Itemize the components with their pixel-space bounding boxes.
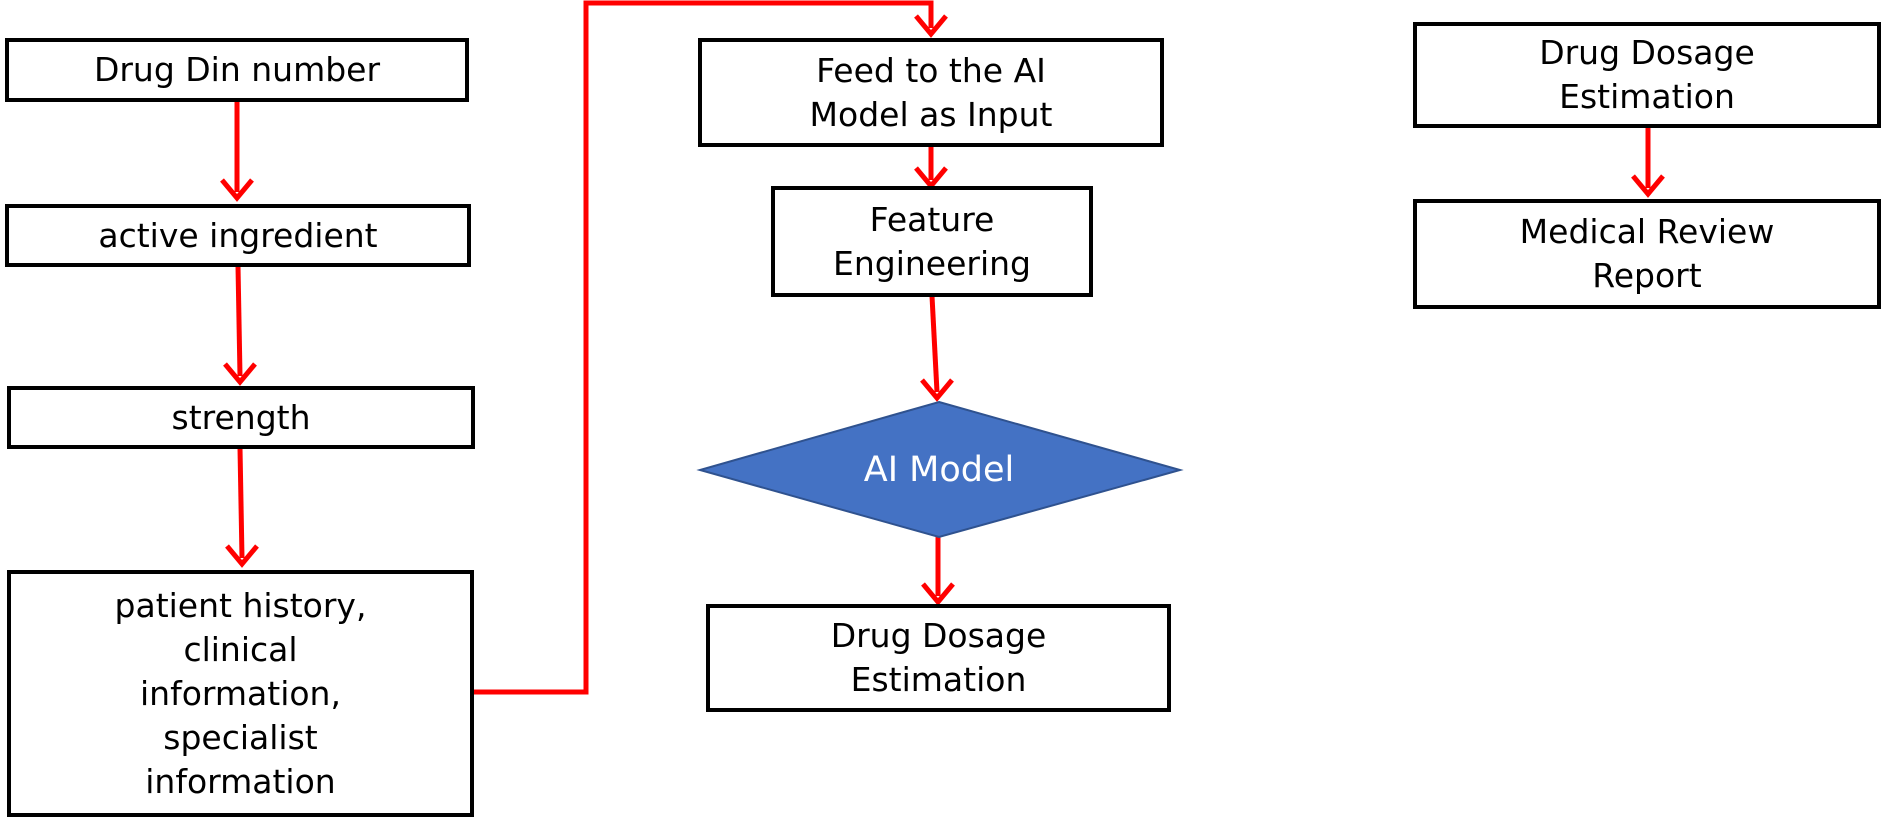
node-medical-review-report: Medical Review Report bbox=[1413, 199, 1881, 309]
arrowhead-dosage-to-review bbox=[1631, 174, 1665, 198]
arrow-ingredient-to-strength bbox=[235, 265, 243, 377]
arrowhead-feature-to-ai bbox=[920, 378, 954, 402]
node-drug-dosage-estimation: Drug Dosage Estimation bbox=[706, 604, 1171, 712]
node-active-ingredient: active ingredient bbox=[5, 204, 471, 267]
node-feed-to-ai-model: Feed to the AI Model as Input bbox=[698, 38, 1164, 147]
arrow-feature-to-ai bbox=[929, 295, 940, 393]
ai-model-label: AI Model bbox=[863, 450, 1015, 490]
connector-patient-to-feed bbox=[474, 0, 934, 695]
ai-model-diamond bbox=[696, 400, 1184, 539]
arrowhead-strength-to-patient bbox=[225, 544, 259, 568]
arrowhead-din-to-ingredient bbox=[220, 178, 254, 202]
arrow-strength-to-patient bbox=[237, 447, 245, 559]
node-din-number: Drug Din number bbox=[5, 38, 469, 102]
arrowhead-ingredient-to-strength bbox=[223, 362, 257, 386]
arrowhead-ai-to-dosage bbox=[921, 582, 955, 606]
node-strength: strength bbox=[7, 386, 475, 449]
node-patient-info: patient history, clinical information, s… bbox=[7, 570, 474, 817]
node-drug-dosage-estimation-right: Drug Dosage Estimation bbox=[1413, 22, 1881, 128]
arrowhead-patient-to-feed bbox=[914, 14, 948, 38]
node-feature-engineering: Feature Engineering bbox=[771, 186, 1093, 297]
